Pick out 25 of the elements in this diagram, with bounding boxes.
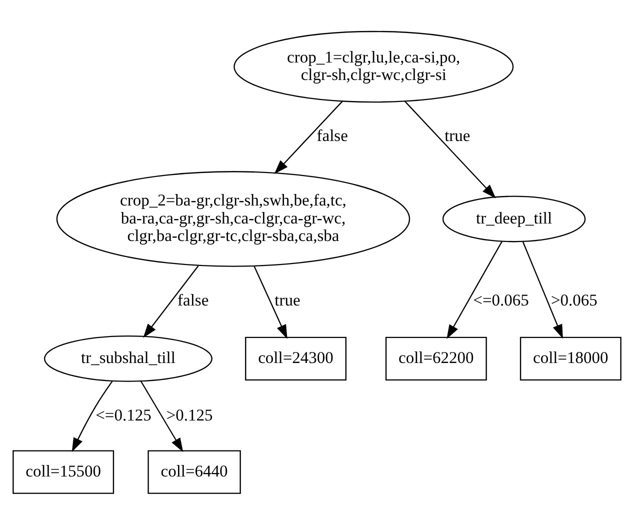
node-ellipse: tr_subshal_till (44, 335, 212, 382)
node-ellipse: crop_1=clgr,lu,le,ca-si,po, clgr-sh,clgr-wc,clgr-si (234, 30, 514, 103)
node-box: coll=15500 (12, 450, 114, 494)
node-box: coll=24300 (245, 336, 346, 380)
node-box: coll=62200 (385, 336, 487, 380)
edge-label: true (274, 290, 300, 310)
node-ellipse: tr_deep_till (442, 196, 586, 242)
edge-label: <=0.125 (96, 405, 152, 424)
edge-label: >0.065 (550, 290, 598, 310)
arrow (140, 380, 184, 452)
edge-label: true (444, 126, 470, 145)
edge-label: <=0.065 (473, 290, 529, 310)
arrow (522, 241, 563, 339)
edge-label: false (178, 290, 209, 310)
arrow (72, 380, 113, 452)
node-ellipse: crop_2=ba-gr,clgr-sh,swh,be,fa,tc, ba-ra,ca-gr,gr-sh,ca-clgr,ca-gr-wc, clgr,ba-clgr,gr-tc,clgr-sba,ca,sba (56, 171, 410, 267)
arrow (274, 100, 343, 174)
arrow (446, 241, 503, 339)
arrow (254, 266, 288, 339)
node-box: coll=18000 (520, 336, 622, 380)
node-box: coll=6440 (148, 450, 241, 494)
edge-label: >0.125 (166, 405, 213, 424)
arrow (143, 266, 199, 338)
edge-label: false (316, 126, 348, 145)
arrow (404, 100, 496, 198)
